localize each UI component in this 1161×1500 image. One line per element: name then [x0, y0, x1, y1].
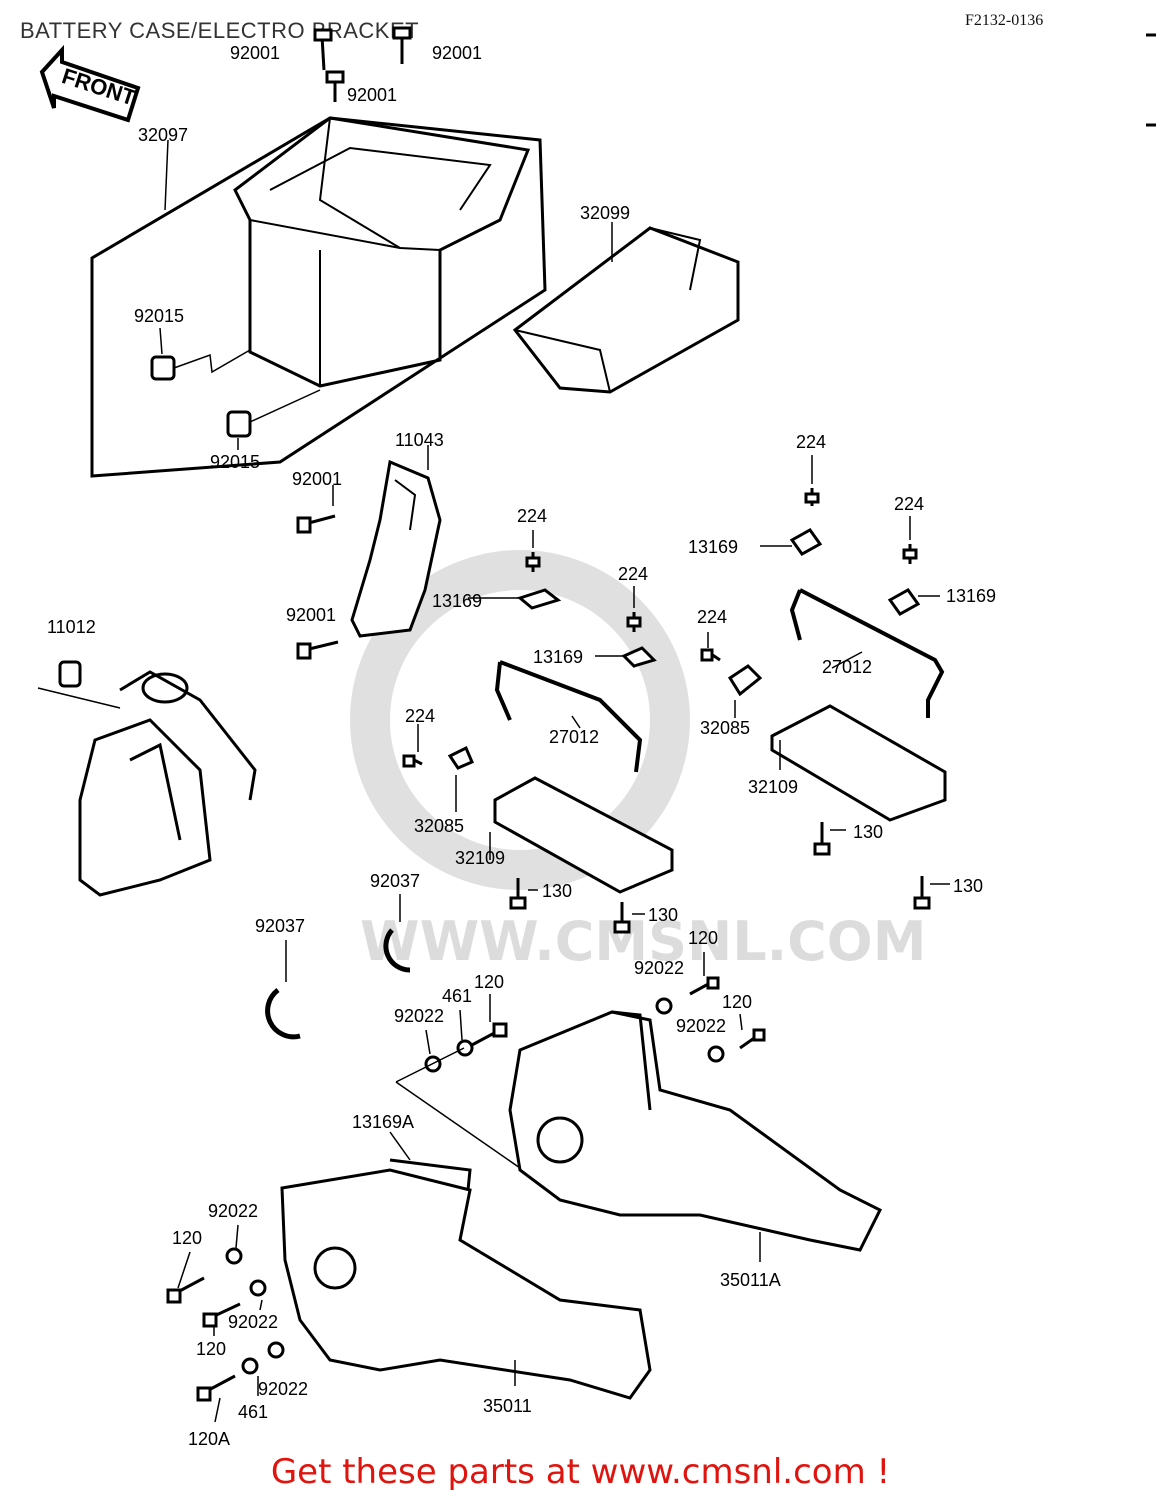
label-32085: 32085	[700, 718, 750, 738]
edge-marks	[1146, 33, 1156, 127]
label-130: 130	[953, 876, 983, 896]
diagram-code: F2132-0136	[965, 12, 1044, 29]
label-224: 224	[517, 506, 547, 526]
label-13169A: 13169A	[352, 1112, 414, 1132]
label-224: 224	[697, 607, 727, 627]
tray-32099-icon	[512, 226, 740, 394]
bolt-130-icon	[509, 822, 931, 934]
bracket-11043-icon	[350, 459, 442, 638]
watermark-text: WWW.CMSNL.COM	[360, 910, 926, 973]
label-224: 224	[405, 706, 435, 726]
label-92022: 92022	[394, 1006, 444, 1026]
plate-32109-icon	[493, 704, 947, 894]
label-92022: 92022	[208, 1201, 258, 1221]
label-32099: 32099	[580, 203, 630, 223]
label-92015: 92015	[134, 306, 184, 326]
label-11012: 11012	[47, 617, 96, 637]
label-92037: 92037	[255, 916, 305, 936]
label-92001: 92001	[286, 605, 336, 625]
label-461: 461	[238, 1402, 268, 1422]
label-224: 224	[796, 432, 826, 452]
bolt-224-icon	[402, 488, 918, 768]
label-92015: 92015	[210, 452, 260, 472]
label-32097: 32097	[138, 125, 188, 145]
bolt-120-icon	[166, 976, 766, 1402]
label-92022: 92022	[676, 1016, 726, 1036]
label-120: 120	[688, 928, 718, 948]
label-92022: 92022	[228, 1312, 278, 1332]
clip-92015-icon	[150, 349, 321, 438]
label-92001: 92001	[432, 43, 482, 63]
label-27012: 27012	[822, 657, 872, 677]
label-35011A: 35011A	[720, 1270, 781, 1290]
battery-case-group	[90, 116, 547, 478]
label-13169: 13169	[946, 586, 996, 606]
footer-link[interactable]: Get these parts at www.cmsnl.com !	[270, 1452, 891, 1492]
label-92001: 92001	[230, 43, 280, 63]
clamp-13169-icon	[447, 528, 940, 770]
bolt-92001-icon	[296, 26, 412, 660]
label-461: 461	[442, 986, 472, 1006]
footer-promo[interactable]: Get these parts at www.cmsnl.com !	[0, 1452, 1161, 1492]
clip-92037-icon	[265, 928, 411, 1040]
label-120A: 120A	[188, 1429, 230, 1449]
label-120: 120	[474, 972, 504, 992]
label-13169: 13169	[533, 647, 583, 667]
label-92001: 92001	[292, 469, 342, 489]
label-224: 224	[618, 564, 648, 584]
part-labels: 92001 92001 92001 32097 32099 92015 9201…	[47, 43, 996, 1449]
label-224: 224	[894, 494, 924, 514]
watermark: WWW.CMSNL.COM	[350, 550, 926, 973]
label-130: 130	[853, 822, 883, 842]
label-13169: 13169	[432, 591, 482, 611]
label-92022: 92022	[258, 1379, 308, 1399]
washer-92022-icon	[225, 997, 725, 1375]
label-13169: 13169	[688, 537, 738, 557]
label-35011: 35011	[483, 1396, 532, 1416]
page-title: BATTERY CASE/ELECTRO BRACKET	[20, 18, 420, 43]
label-120: 120	[722, 992, 752, 1012]
label-92022: 92022	[634, 958, 684, 978]
label-11043: 11043	[395, 430, 444, 450]
rod-27012-icon	[494, 588, 945, 773]
label-92001: 92001	[347, 85, 397, 105]
label-32109: 32109	[455, 848, 505, 868]
label-130: 130	[542, 881, 572, 901]
label-32085: 32085	[414, 816, 464, 836]
bracket-35011A-icon	[508, 1010, 883, 1252]
label-120: 120	[172, 1228, 202, 1248]
front-arrow-icon: FRONT	[39, 44, 141, 123]
label-92037: 92037	[370, 871, 420, 891]
bracket-35011-icon	[280, 1158, 652, 1400]
label-130: 130	[648, 905, 678, 925]
leader-lines	[159, 139, 950, 1423]
label-27012: 27012	[549, 727, 599, 747]
label-120: 120	[196, 1339, 226, 1359]
frame-section-icon	[37, 660, 257, 897]
label-32109: 32109	[748, 777, 798, 797]
